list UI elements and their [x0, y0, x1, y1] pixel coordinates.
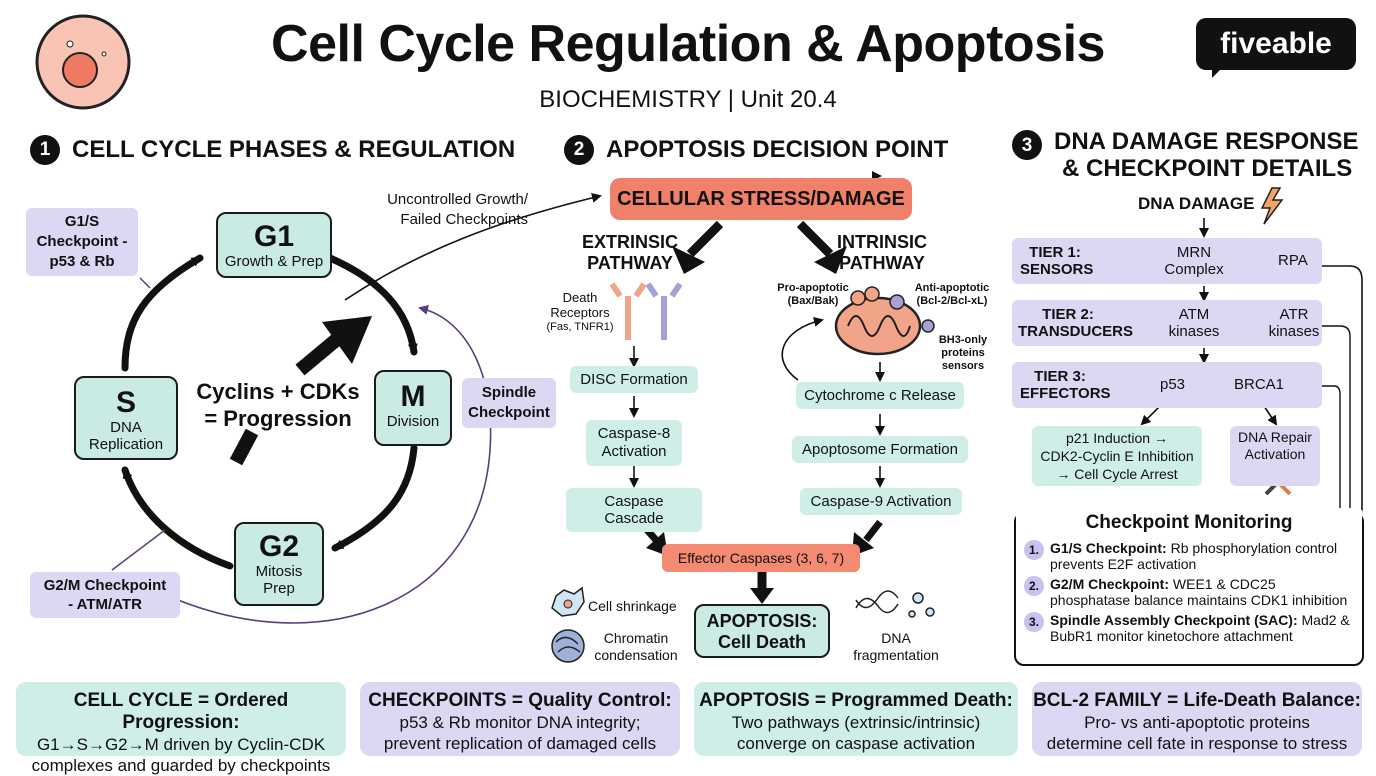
shrinkage-icon — [551, 586, 585, 617]
caspase9-box: Caspase-9 Activation — [800, 488, 962, 515]
cyclins-label: Cyclins + CDKs= Progression — [196, 379, 360, 431]
anti-apoptotic-label: Anti-apoptotic(Bcl-2/Bcl-xL) — [914, 282, 990, 307]
section1-heading: 1 CELL CYCLE PHASES & REGULATION — [30, 135, 515, 165]
lightning-icon — [1260, 187, 1284, 225]
page-title: Cell Cycle Regulation & Apoptosis — [271, 15, 1105, 73]
monitor-list: 1. G1/S Checkpoint: Rb phosphorylation c… — [1016, 534, 1362, 644]
g2m-connector — [111, 529, 166, 571]
cycle-arrows — [121, 254, 418, 570]
mitochondrion-icon — [834, 286, 935, 356]
uncontrolled-arrow — [344, 193, 602, 301]
g2m-checkpoint-label: G2/M Checkpoint- ATM/ATR — [30, 572, 180, 618]
cytochrome-c-box: Cytochrome c Release — [796, 382, 964, 409]
checkpoint-monitoring-box: Checkpoint Monitoring 1. G1/S Checkpoint… — [1014, 510, 1364, 666]
pro-apoptotic-label: Pro-apoptotic(Bax/Bak) — [777, 282, 849, 307]
section1-number: 1 — [30, 135, 60, 165]
uncontrolled-label: Uncontrolled Growth/Failed Checkpoints — [387, 191, 528, 228]
footer-card-bcl2: BCL-2 FAMILY = Life-Death Balance: Pro- … — [1032, 682, 1362, 756]
spindle-loop — [177, 305, 492, 624]
chromatin-icon — [551, 629, 585, 663]
section3-number: 3 — [1012, 130, 1042, 160]
phase-g2: G2 Mitosis Prep — [234, 522, 324, 606]
ddr-arrows — [1140, 218, 1278, 426]
list-item: 2. G2/M Checkpoint: WEE1 & CDC25 phospha… — [1024, 576, 1354, 608]
section2-heading: 2 APOPTOSIS DECISION POINT — [564, 135, 948, 165]
phase-m: M Division — [374, 370, 452, 446]
dna-damage-label: DNA DAMAGE — [1138, 194, 1255, 213]
footer-card-cell-cycle: CELL CYCLE = Ordered Progression: G1→S→G… — [16, 682, 346, 775]
caspase-cascade-box: Caspase Cascade — [566, 488, 702, 532]
footer-card-checkpoints: CHECKPOINTS = Quality Control: p53 & Rb … — [360, 682, 680, 756]
effector-caspases-box: Effector Caspases (3, 6, 7) — [662, 544, 860, 572]
section3-heading: 3 DNA DAMAGE RESPONSE& CHECKPOINT DETAIL… — [1012, 128, 1358, 182]
dna-fragment-icon — [855, 590, 935, 618]
cell-icon — [35, 14, 131, 110]
cell-shrinkage-label: Cell shrinkage — [588, 598, 677, 614]
apoptosome-box: Apoptosome Formation — [792, 436, 968, 463]
page-subtitle: BIOCHEMISTRY | Unit 20.4 — [539, 86, 837, 113]
logo-tail — [1212, 66, 1234, 78]
monitor-title: Checkpoint Monitoring — [1016, 510, 1362, 534]
death-receptor-icon — [609, 282, 683, 340]
tier3-effectors: TIER 3:EFFECTORS p53 BRCA1 — [1012, 362, 1322, 408]
arrow-m-to-g2 — [331, 444, 418, 552]
phase-g1: G1 Growth & Prep — [216, 212, 332, 278]
progression-arrow — [229, 316, 372, 466]
g1s-connector — [139, 277, 151, 289]
section2-number: 2 — [564, 135, 594, 165]
fiveable-logo: fiveable — [1196, 18, 1356, 70]
footer-card-apoptosis: APOPTOSIS = Programmed Death: Two pathwa… — [694, 682, 1018, 756]
disc-formation-box: DISC Formation — [570, 366, 698, 393]
p21-box: p21 Induction →CDK2-Cyclin E Inhibition→… — [1032, 426, 1202, 486]
apoptosis-box: APOPTOSIS:Cell Death — [694, 604, 830, 658]
arrow-g2-to-s — [121, 466, 234, 570]
cellular-stress-box: CELLULAR STRESS/DAMAGE — [610, 178, 912, 220]
phase-s: S DNA Replication — [74, 376, 178, 460]
arrow-g1-to-m — [326, 254, 418, 356]
list-item: 1. G1/S Checkpoint: Rb phosphorylation c… — [1024, 540, 1354, 572]
arrow-s-to-g1 — [121, 254, 204, 372]
list-item: 3. Spindle Assembly Checkpoint (SAC): Ma… — [1024, 612, 1354, 644]
